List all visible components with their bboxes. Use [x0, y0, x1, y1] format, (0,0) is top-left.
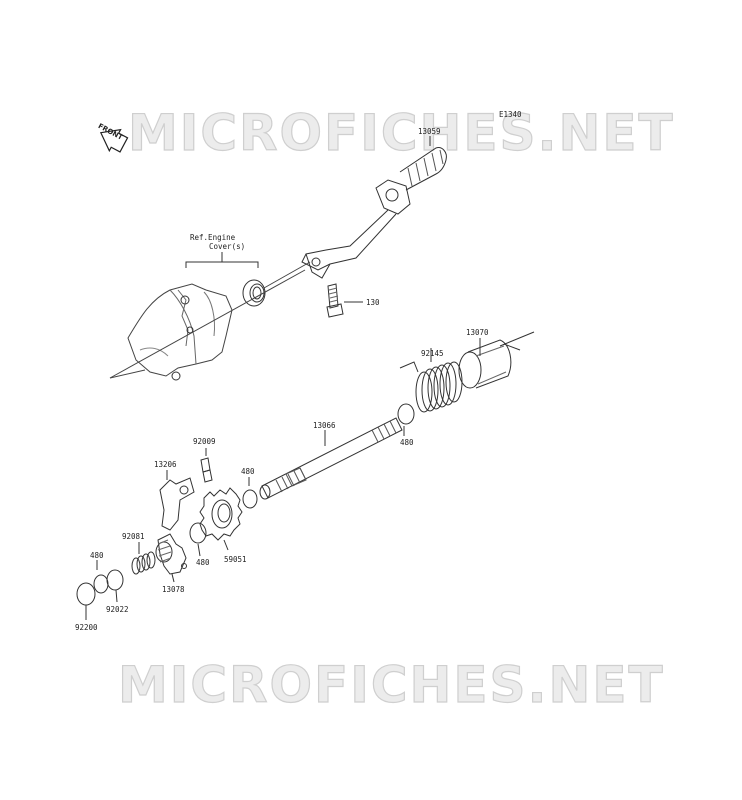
part-label-130: 130 [366, 298, 380, 307]
washer-92200-part [76, 582, 96, 606]
part-label-13206: 13206 [154, 460, 177, 469]
oil-seal-part [242, 279, 266, 307]
kick-pedal-part [301, 147, 447, 279]
watermark-top: MICROFICHES.NET [127, 103, 675, 162]
circlip-480-c-part [189, 522, 207, 544]
collar-13070-part [458, 339, 512, 389]
circlip-480-d-part [93, 574, 109, 594]
spring-92081-part [131, 551, 156, 575]
part-label-92081: 92081 [122, 532, 145, 541]
washer-92022-part [106, 569, 124, 591]
circlip-480-a-part [397, 403, 415, 425]
part-label-92145: 92145 [421, 349, 444, 358]
part-label-480-shaft: 480 [400, 438, 414, 447]
bolt-130-part [326, 283, 344, 318]
ratchet-13078-part [155, 533, 187, 575]
engine-cover-part [127, 283, 233, 381]
watermark-bottom: MICROFICHES.NET [117, 655, 665, 714]
stopper-13206-part [159, 477, 195, 531]
watermark-bottom-fill: MICROFICHES.NET [118, 656, 665, 714]
part-label-480-mid: 480 [241, 467, 255, 476]
part-label-13070: 13070 [466, 328, 489, 337]
diagram-code: E1340 [499, 110, 522, 119]
front-arrow-icon [99, 128, 129, 153]
part-label-92009: 92009 [193, 437, 216, 446]
part-label-92200: 92200 [75, 623, 98, 632]
part-label-13059: 13059 [418, 127, 441, 136]
part-label-59051: 59051 [224, 555, 247, 564]
part-label-480-lower: 480 [196, 558, 210, 567]
part-label-13066: 13066 [313, 421, 336, 430]
kick-shaft-13066-part [259, 417, 403, 500]
bolt-92009-part [200, 457, 213, 483]
ref-note-line1: Ref.Engine [190, 233, 236, 242]
part-label-13078: 13078 [162, 585, 185, 594]
part-label-92022: 92022 [106, 605, 129, 614]
watermark-top-fill: MICROFICHES.NET [128, 104, 675, 162]
ref-note-line2: Cover(s) [209, 242, 246, 251]
circlip-480-b-part [242, 489, 258, 509]
part-label-480-left: 480 [90, 551, 104, 560]
